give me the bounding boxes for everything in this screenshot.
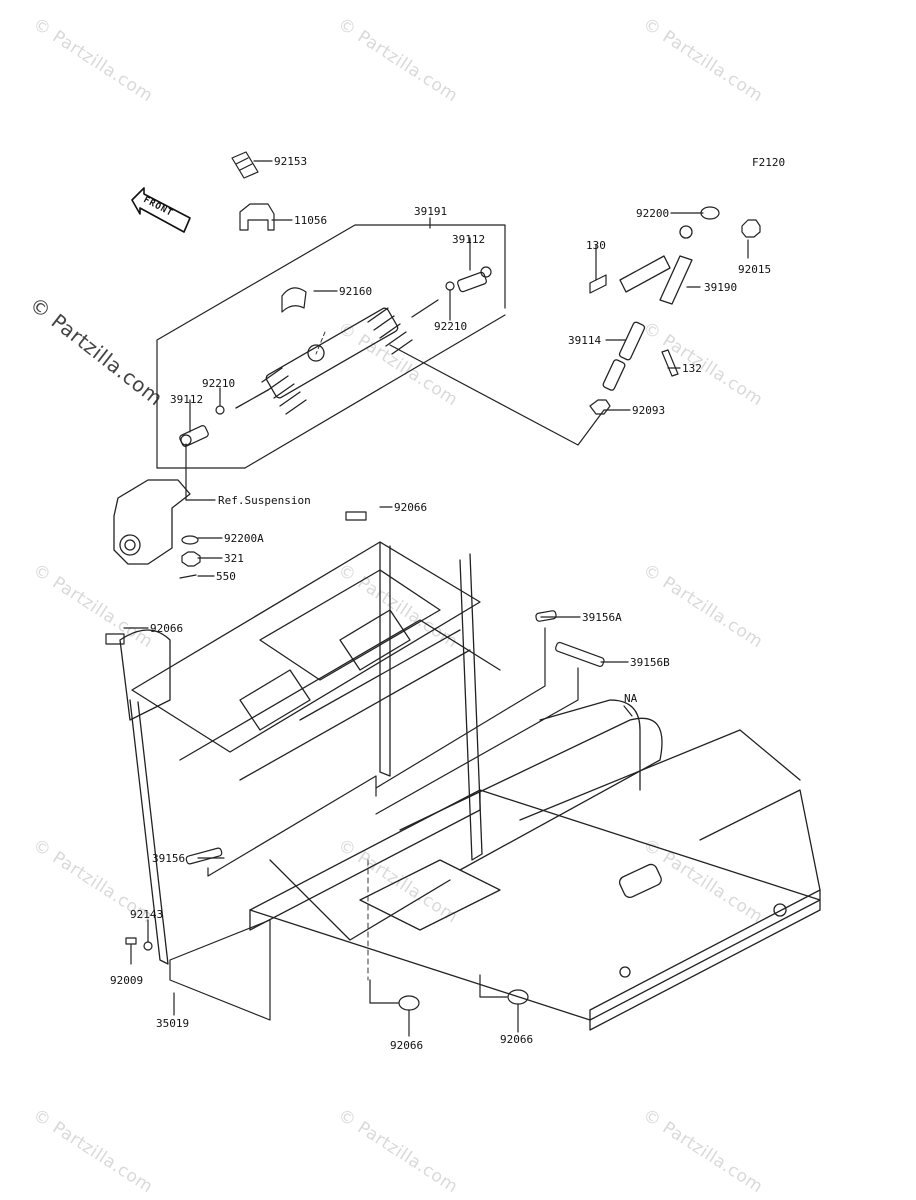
part-label-35019[interactable]: 35019 — [156, 1017, 190, 1030]
part-label-39156A[interactable]: 39156A — [582, 611, 622, 624]
bolt-132 — [661, 349, 679, 377]
bar-39156 — [185, 610, 605, 865]
part-label-92160[interactable]: 92160 — [339, 285, 373, 298]
part-label-92015[interactable]: 92015 — [738, 263, 772, 276]
boot-92153 — [231, 151, 259, 179]
guard-plate-35019 — [169, 919, 271, 1021]
part-label-550[interactable]: 550 — [216, 570, 236, 583]
figure-code: F2120 — [752, 156, 786, 169]
washer-92143 — [143, 941, 153, 951]
nut-92210 — [215, 281, 455, 415]
part-label-92143[interactable]: 92143 — [130, 908, 164, 921]
part-label-92066[interactable]: 92066 — [394, 501, 428, 514]
part-label-132[interactable]: 132 — [682, 362, 702, 375]
knuckle — [113, 479, 191, 565]
part-label-92093[interactable]: 92093 — [632, 404, 666, 417]
main-frame — [119, 541, 821, 1031]
washer-92200A — [181, 535, 199, 545]
steering-rack — [235, 299, 439, 415]
part-label-39156[interactable]: 39156 — [152, 852, 186, 865]
bolt-92009 — [125, 937, 137, 945]
part-label-92066[interactable]: 92066 — [390, 1039, 424, 1052]
part-label-92200A[interactable]: 92200A — [224, 532, 264, 545]
part-label-92153[interactable]: 92153 — [274, 155, 308, 168]
part-label-92009[interactable]: 92009 — [110, 974, 144, 987]
part-label-92210[interactable]: 92210 — [202, 377, 236, 390]
plate-92093 — [589, 399, 611, 415]
bolt-130 — [589, 274, 607, 294]
part-label-92200[interactable]: 92200 — [636, 207, 670, 220]
ref-suspension-label[interactable]: Ref.Suspension — [218, 494, 311, 507]
part-label-130[interactable]: 130 — [586, 239, 606, 252]
part-label-92066[interactable]: 92066 — [500, 1033, 534, 1046]
nut-321 — [181, 551, 201, 567]
assembly-bracket-39191 — [156, 224, 506, 469]
tie-rod-end-right — [457, 266, 492, 293]
front-arrow: FRONT — [128, 186, 192, 238]
tie-rod-end-left — [179, 425, 209, 447]
bracket-11056 — [239, 203, 275, 231]
washer-92200 — [700, 206, 720, 220]
pin-550 — [179, 574, 197, 579]
part-label-NA[interactable]: NA — [624, 692, 638, 705]
clamp-92160 — [281, 287, 307, 313]
steering-shaft-39190 — [619, 225, 693, 305]
part-label-39156B[interactable]: 39156B — [630, 656, 670, 669]
part-label-39112[interactable]: 39112 — [170, 393, 204, 406]
part-label-321[interactable]: 321 — [224, 552, 244, 565]
part-label-92210[interactable]: 92210 — [434, 320, 468, 333]
nut-92015 — [741, 219, 761, 238]
bumper-92066 — [105, 511, 529, 1011]
part-label-39190[interactable]: 39190 — [704, 281, 738, 294]
part-label-39191[interactable]: 39191 — [414, 205, 448, 218]
part-label-39112[interactable]: 39112 — [452, 233, 486, 246]
joint-39114 — [602, 321, 646, 391]
part-label-11056[interactable]: 11056 — [294, 214, 328, 227]
part-label-92066[interactable]: 92066 — [150, 622, 184, 635]
part-label-39114[interactable]: 39114 — [568, 334, 602, 347]
